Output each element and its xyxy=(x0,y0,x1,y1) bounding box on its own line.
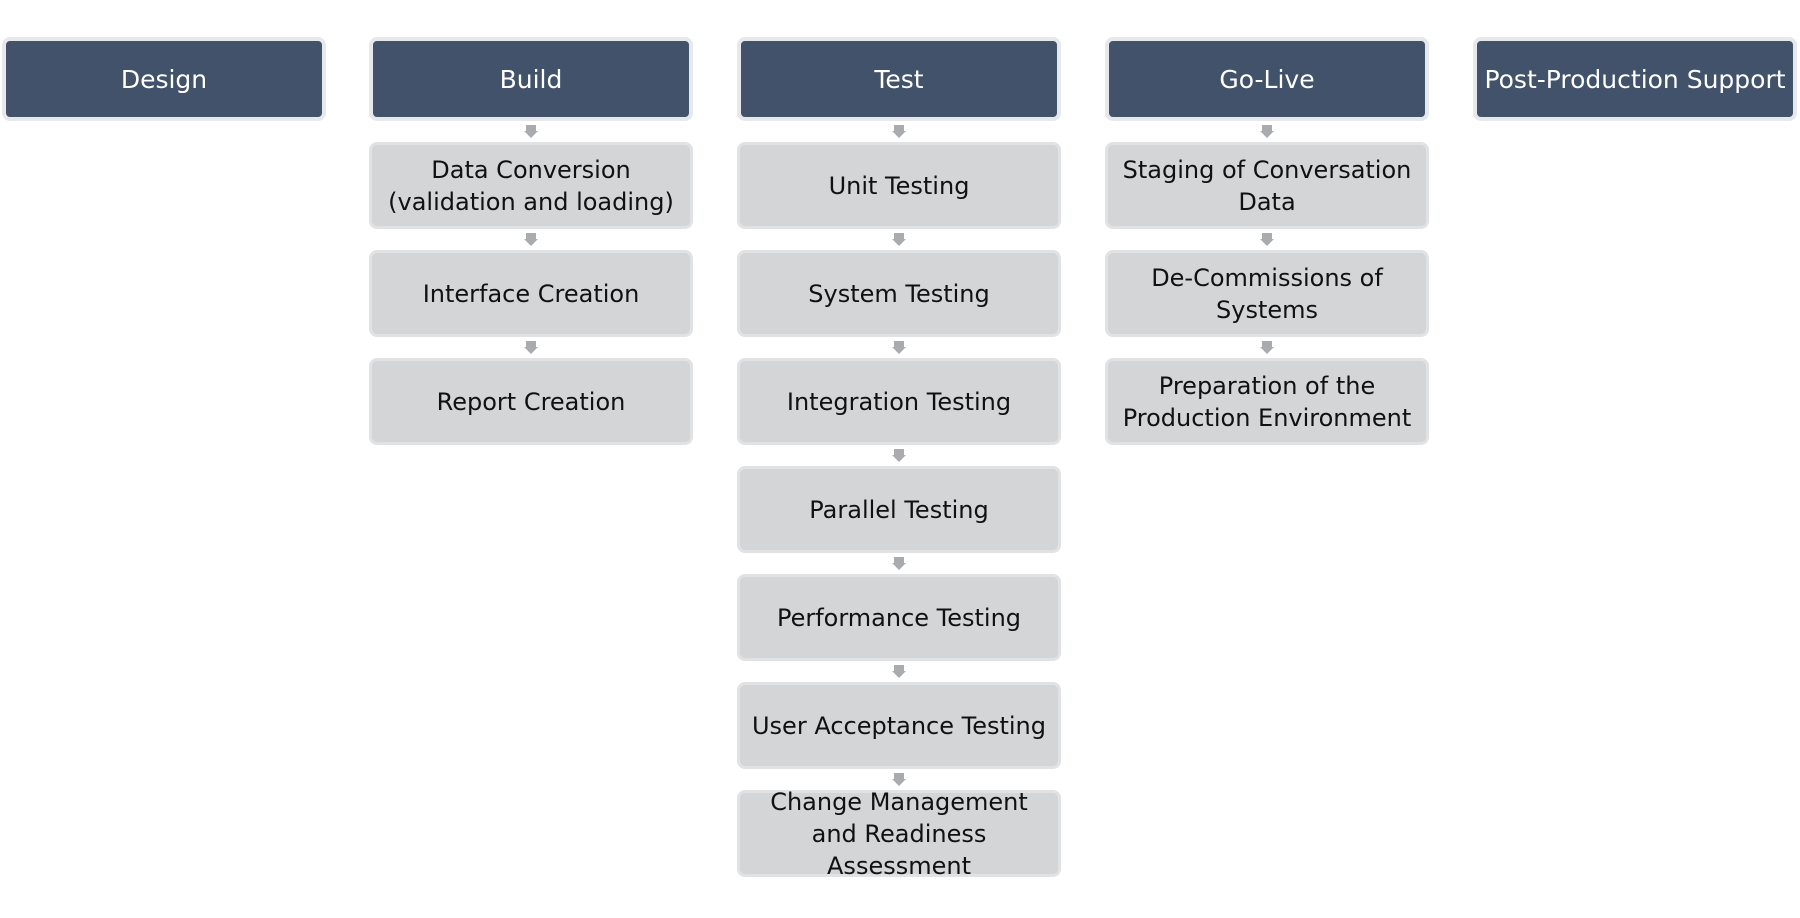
step-box: Interface Creation xyxy=(369,250,693,337)
down-arrow-icon xyxy=(519,229,543,250)
step-box: Change Management and Readiness Assessme… xyxy=(737,788,1061,880)
step: Data Conversion (validation and loading) xyxy=(369,121,693,229)
phase-header-label: Go-Live xyxy=(1219,64,1315,94)
step-label: User Acceptance Testing xyxy=(751,711,1046,740)
step-label: De-Commissions of Systems xyxy=(1151,263,1383,324)
step-label: Interface Creation xyxy=(422,279,640,308)
step-box: Performance Testing xyxy=(737,574,1061,661)
step-label: Preparation of the Production Environmen… xyxy=(1122,371,1412,432)
step-box: Preparation of the Production Environmen… xyxy=(1105,358,1429,445)
step-label: Performance Testing xyxy=(776,603,1022,632)
step-label: Integration Testing xyxy=(786,387,1012,416)
phase-header-post-production-support: Post-Production Support xyxy=(1473,37,1797,121)
step-box: De-Commissions of Systems xyxy=(1105,250,1429,337)
step-box: Data Conversion (validation and loading) xyxy=(369,142,693,229)
step: Staging of Conversation Data xyxy=(1105,121,1429,229)
step: Integration Testing xyxy=(737,337,1061,445)
step-box: Integration Testing xyxy=(737,358,1061,445)
step-label: Staging of Conversation Data xyxy=(1122,155,1412,216)
phase-header-test: Test xyxy=(737,37,1061,121)
step: De-Commissions of Systems xyxy=(1105,229,1429,337)
down-arrow-icon xyxy=(1255,229,1279,250)
step: Performance Testing xyxy=(737,553,1061,661)
phase-column-design: Design xyxy=(2,37,326,121)
phase-column-test: Test Unit Testing System Testing Integra… xyxy=(737,37,1061,880)
step-box: Unit Testing xyxy=(737,142,1061,229)
phase-header-label: Post-Production Support xyxy=(1484,64,1786,94)
step-box: Report Creation xyxy=(369,358,693,445)
step-box: System Testing xyxy=(737,250,1061,337)
down-arrow-icon xyxy=(887,769,911,790)
down-arrow-icon xyxy=(519,121,543,142)
phase-header-build: Build xyxy=(369,37,693,121)
step: Parallel Testing xyxy=(737,445,1061,553)
step: Change Management and Readiness Assessme… xyxy=(737,769,1061,880)
step-label: Unit Testing xyxy=(828,171,970,200)
phase-column-build: Build Data Conversion (validation and lo… xyxy=(369,37,693,445)
down-arrow-icon xyxy=(1255,121,1279,142)
down-arrow-icon xyxy=(887,337,911,358)
phase-column-go-live: Go-Live Staging of Conversation Data De-… xyxy=(1105,37,1429,445)
step-label: Change Management and Readiness Assessme… xyxy=(770,787,1028,880)
down-arrow-icon xyxy=(887,445,911,466)
down-arrow-icon xyxy=(887,661,911,682)
step: User Acceptance Testing xyxy=(737,661,1061,769)
step-box: User Acceptance Testing xyxy=(737,682,1061,769)
step-label: Report Creation xyxy=(436,387,626,416)
phase-header-label: Build xyxy=(499,64,563,94)
step-label: Parallel Testing xyxy=(809,495,989,524)
step: Unit Testing xyxy=(737,121,1061,229)
phase-column-post-production-support: Post-Production Support xyxy=(1473,37,1797,121)
down-arrow-icon xyxy=(1255,337,1279,358)
phase-header-go-live: Go-Live xyxy=(1105,37,1429,121)
step: Interface Creation xyxy=(369,229,693,337)
step-label: Data Conversion (validation and loading) xyxy=(388,155,674,216)
phase-header-label: Design xyxy=(120,64,208,94)
step: Preparation of the Production Environmen… xyxy=(1105,337,1429,445)
phase-header-design: Design xyxy=(2,37,326,121)
step-box: Staging of Conversation Data xyxy=(1105,142,1429,229)
step: System Testing xyxy=(737,229,1061,337)
down-arrow-icon xyxy=(519,337,543,358)
down-arrow-icon xyxy=(887,553,911,574)
phase-header-label: Test xyxy=(874,64,924,94)
step: Report Creation xyxy=(369,337,693,445)
down-arrow-icon xyxy=(887,121,911,142)
step-box: Parallel Testing xyxy=(737,466,1061,553)
down-arrow-icon xyxy=(887,229,911,250)
step-label: System Testing xyxy=(808,279,990,308)
